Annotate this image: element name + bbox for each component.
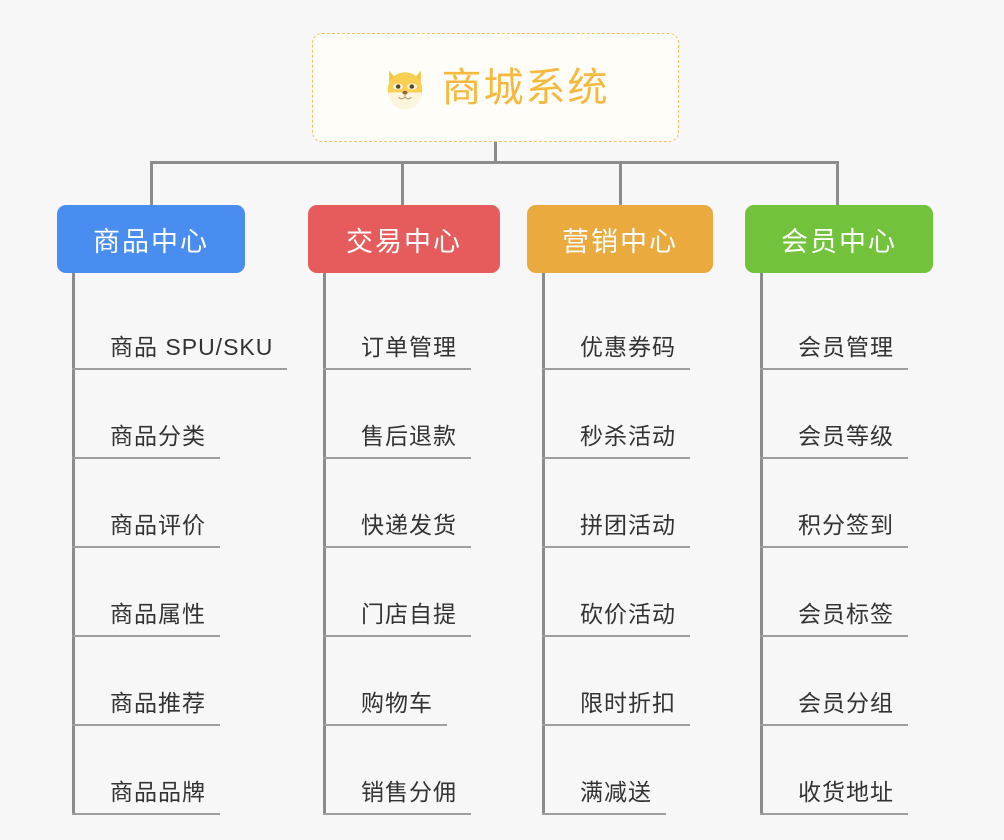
leaf-label: 会员分组 [798,689,894,716]
branch-spine-3 [542,281,545,815]
connector-branch-stem-1 [72,273,75,285]
leaf-label: 商品评价 [110,511,206,538]
leaf-label: 限时折扣 [580,689,676,716]
category-box-4[interactable]: 会员中心 [745,205,933,273]
leaf-item[interactable]: 会员标签 [760,548,908,637]
leaf-label: 秒杀活动 [580,422,676,449]
leaf-item[interactable]: 商品评价 [72,459,287,548]
leaf-label: 会员等级 [798,422,894,449]
leaf-label: 购物车 [361,689,433,716]
category-label-2: 交易中心 [346,226,462,257]
leaf-item[interactable]: 拼团活动 [542,459,690,548]
leaf-label: 收货地址 [798,778,894,805]
leaf-label: 商品分类 [110,422,206,449]
leaf-label: 订单管理 [361,333,457,360]
leaf-item[interactable]: 秒杀活动 [542,370,690,459]
branch-column-4: 会员管理 会员等级 积分签到 会员标签 会员分组 收货地址 [760,281,908,815]
leaf-item[interactable]: 满减送 [542,726,690,815]
leaf-label: 销售分佣 [361,778,457,805]
leaf-label: 商品推荐 [110,689,206,716]
connector-drop-4 [836,161,839,205]
leaf-item[interactable]: 门店自提 [323,548,471,637]
leaf-item[interactable]: 商品 SPU/SKU [72,281,288,370]
branch-column-3: 优惠券码 秒杀活动 拼团活动 砍价活动 限时折扣 满减送 [542,281,690,815]
leaf-item[interactable]: 销售分佣 [323,726,471,815]
leaf-item[interactable]: 限时折扣 [542,637,690,726]
leaf-label: 砍价活动 [580,600,676,627]
leaf-item[interactable]: 商品分类 [72,370,287,459]
category-box-1[interactable]: 商品中心 [57,205,245,273]
category-label-4: 会员中心 [781,226,897,257]
leaf-item[interactable]: 快递发货 [323,459,471,548]
leaf-label: 拼团活动 [580,511,676,538]
leaf-item[interactable]: 订单管理 [323,281,471,370]
leaf-item[interactable]: 砍价活动 [542,548,690,637]
leaf-item[interactable]: 售后退款 [323,370,471,459]
category-box-2[interactable]: 交易中心 [308,205,500,273]
root-title: 商城系统 [441,65,610,110]
leaf-label: 商品品牌 [110,778,206,805]
branch-column-1: 商品 SPU/SKU 商品分类 商品评价 商品属性 商品推荐 商品品牌 [72,281,288,815]
category-box-3[interactable]: 营销中心 [527,205,713,273]
connector-branch-stem-4 [760,273,763,285]
leaf-label: 商品 SPU/SKU [110,333,274,360]
category-label-3: 营销中心 [562,226,678,257]
leaf-item[interactable]: 积分签到 [760,459,908,548]
branch-spine-4 [760,281,763,815]
leaf-label: 积分签到 [798,511,894,538]
shiba-dog-face-icon [387,70,422,110]
connector-drop-2 [401,161,404,205]
leaf-label: 门店自提 [361,600,457,627]
connector-drop-3 [619,161,622,205]
leaf-item[interactable]: 优惠券码 [542,281,690,370]
leaf-item[interactable]: 收货地址 [760,726,908,815]
leaf-item[interactable]: 商品品牌 [72,726,287,815]
leaf-label: 会员管理 [798,333,894,360]
leaf-label: 商品属性 [110,600,206,627]
connector-root-stem [494,142,497,164]
leaf-item[interactable]: 商品推荐 [72,637,287,726]
branch-spine-1 [72,281,75,815]
leaf-label: 满减送 [580,778,652,805]
connector-branch-stem-3 [542,273,545,285]
connector-drop-1 [150,161,153,205]
leaf-item[interactable]: 商品属性 [72,548,287,637]
leaf-label: 快递发货 [361,511,457,538]
category-label-1: 商品中心 [93,226,209,257]
leaf-label: 售后退款 [361,422,457,449]
leaf-item[interactable]: 会员等级 [760,370,908,459]
connector-branch-stem-2 [323,273,326,285]
leaf-item[interactable]: 购物车 [323,637,471,726]
connector-horizontal-bar [150,161,839,164]
branch-spine-2 [323,281,326,815]
leaf-label: 会员标签 [798,600,894,627]
root-node[interactable]: 商城系统 [312,33,679,142]
leaf-label: 优惠券码 [580,333,676,360]
branch-column-2: 订单管理 售后退款 快递发货 门店自提 购物车 销售分佣 [323,281,471,815]
leaf-item[interactable]: 会员分组 [760,637,908,726]
leaf-item[interactable]: 会员管理 [760,281,908,370]
